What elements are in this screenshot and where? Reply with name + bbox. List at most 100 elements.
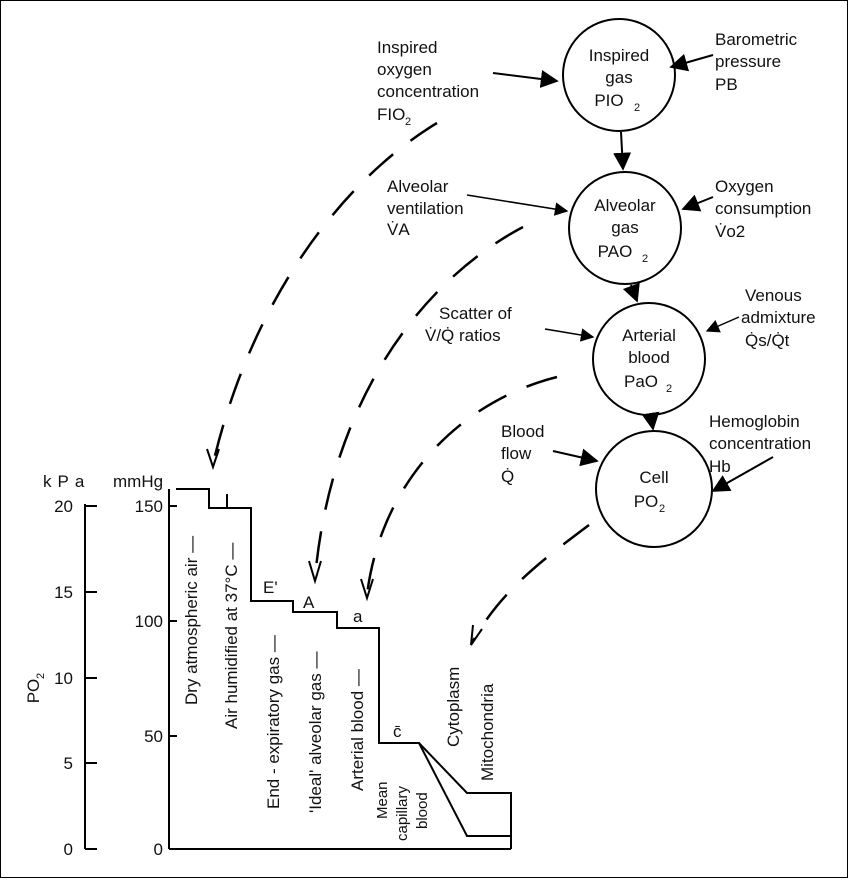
input-barometric-pressure: Barometric pressure PB: [669, 30, 798, 94]
input-label: Scatter of: [439, 304, 512, 323]
tick-label: 5: [64, 754, 73, 773]
node-alveolar-gas: Alveolar gas PAO 2: [568, 171, 682, 285]
stage-label-cytoplasm: Cytoplasm: [444, 667, 463, 747]
stage-label-arterial: Arterial blood —: [348, 669, 367, 791]
input-hemoglobin: Hemoglobin concentration Hb: [709, 412, 811, 492]
stage-label-humidified: Air humidified at 37°C —: [222, 543, 241, 729]
node-subscript: 2: [642, 253, 648, 265]
dashed-arrow-head: [360, 578, 374, 602]
input-blood-flow: Blood flow Q̇: [501, 422, 599, 486]
cascade-step-line: [176, 488, 512, 849]
node-subscript: 2: [666, 383, 672, 395]
arrow-pb: [669, 53, 714, 72]
input-label: V̇A: [387, 220, 410, 239]
input-label: Q̇s/Q̇t: [745, 331, 790, 350]
input-label: oxygen: [377, 60, 432, 79]
input-subscript: 2: [405, 116, 411, 128]
node-subscript: 2: [634, 102, 640, 114]
input-label: Hb: [709, 457, 731, 476]
arrow-vo2: [681, 194, 714, 212]
stage-label-mitochondria: Mitochondria: [478, 683, 497, 781]
axis-title: PO 2: [24, 673, 47, 703]
axis-mmhg: 150 100 50 0 mmHg: [113, 472, 177, 859]
dashed-arrow-head: [308, 560, 322, 585]
tick-label: 0: [154, 840, 163, 859]
node-cell: Cell PO 2: [595, 430, 713, 548]
input-label: Q̇: [501, 467, 514, 486]
stage-label-dry-air: Dry atmospheric air —: [182, 536, 201, 705]
input-label: V̇o2: [715, 222, 745, 241]
marker-e-prime: E': [263, 578, 278, 597]
stage-label-capillary-3: blood: [414, 792, 431, 829]
arrow-vq: [544, 328, 595, 342]
input-label: pressure: [715, 52, 781, 71]
unit-mmhg: mmHg: [113, 472, 163, 491]
dashed-arrow-alveolar-to-ideal: [313, 225, 524, 579]
dashed-arrow-inspired-to-air: [211, 121, 438, 465]
node-inspired-gas: Inspired gas PIO 2: [562, 18, 676, 132]
node-label: gas: [605, 68, 632, 87]
input-vq-scatter: Scatter of V̇/Q̇ ratios: [425, 304, 595, 345]
node-label: blood: [628, 348, 670, 367]
input-label: FIO: [377, 105, 405, 124]
axis-kpa: 20 15 10 5 0 kPa: [43, 472, 97, 859]
arrow-flow: [552, 448, 599, 467]
node-label: Inspired: [589, 46, 649, 65]
input-alveolar-ventilation: Alveolar ventilation V̇A: [387, 177, 569, 239]
input-oxygen-consumption: Oxygen consumption V̇o2: [681, 177, 811, 241]
stage-label-end-expiratory: End - expiratory gas —: [264, 635, 283, 809]
tick-label: 20: [54, 497, 73, 516]
node-label: gas: [611, 218, 638, 237]
arrow-arterial-to-cell: [641, 411, 660, 431]
arrow-alveolar-to-arterial: [622, 282, 640, 303]
stage-label-capillary-1: Mean: [374, 781, 391, 819]
tick-label: 15: [54, 583, 73, 602]
dashed-arrow-head: [206, 448, 220, 471]
arrow-venous: [705, 316, 740, 333]
tick-label: 50: [144, 727, 163, 746]
unit-kpa: kPa: [43, 472, 90, 491]
axis-title-text: PO: [24, 679, 43, 704]
node-circle: [562, 18, 676, 132]
node-label: Alveolar: [594, 196, 656, 215]
input-label: PB: [715, 75, 738, 94]
node-subscript: 2: [659, 503, 665, 515]
mitochondria-branch-line: [418, 742, 511, 837]
arrow-fio2: [492, 70, 559, 88]
arrow-inspired-to-alveolar: [613, 131, 632, 171]
node-label: PAO: [598, 242, 633, 261]
node-circle: [595, 430, 713, 548]
input-label: Venous: [745, 286, 802, 305]
input-fio2: Inspired oxygen concentration FIO 2: [377, 38, 559, 128]
input-venous-admixture: Venous admixture Q̇s/Q̇t: [705, 286, 816, 350]
tick-label: 100: [135, 612, 163, 631]
input-label: consumption: [715, 199, 811, 218]
input-label: admixture: [741, 308, 816, 327]
node-label: PO: [634, 492, 659, 511]
stage-label-ideal-alveolar: 'Ideal' alveolar gas —: [306, 652, 325, 813]
node-label: PIO: [594, 91, 623, 110]
marker-alveolar: A: [303, 593, 315, 612]
input-label: Oxygen: [715, 177, 774, 196]
input-label: concentration: [377, 82, 479, 101]
input-label: Barometric: [715, 30, 798, 49]
dashed-arrow-head: [470, 624, 483, 646]
input-label: Inspired: [377, 38, 437, 57]
arrow-hb: [711, 456, 774, 492]
tick-label: 10: [54, 669, 73, 688]
input-label: Hemoglobin: [709, 412, 800, 431]
input-label: V̇/Q̇ ratios: [425, 326, 501, 345]
node-arterial-blood: Arterial blood PaO 2: [592, 302, 706, 416]
tick-label: 0: [64, 840, 73, 859]
node-label: Cell: [639, 468, 668, 487]
dashed-arrow-arterial-to-arterial: [365, 375, 558, 596]
arrow-va: [466, 194, 569, 216]
dashed-arrow-cell-to-cytoplasm: [471, 524, 590, 642]
marker-arterial: a: [353, 607, 363, 626]
tick-label: 150: [135, 497, 163, 516]
input-label: ventilation: [387, 199, 464, 218]
input-label: flow: [501, 444, 532, 463]
node-label: PaO: [624, 372, 658, 391]
